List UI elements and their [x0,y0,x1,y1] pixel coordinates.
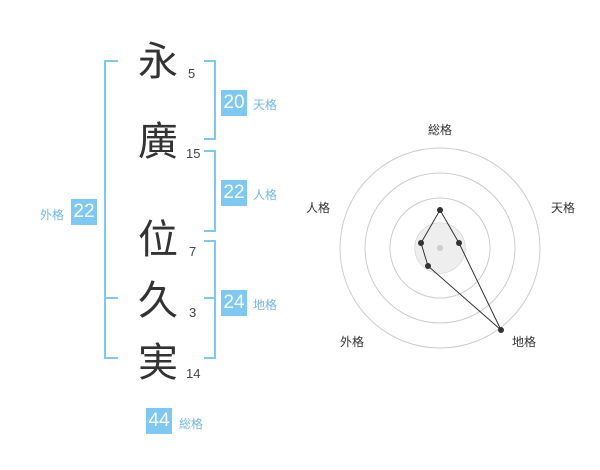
tenkaku-bracket-bottom [204,138,216,140]
name-char-2: 廣 [138,119,178,165]
gaikaku-bracket-mid [104,297,118,299]
gaikaku-bracket-bottom [104,357,118,359]
chikaku-bracket-bottom [204,357,216,359]
radar-label-tenkaku: 天格 [551,200,575,215]
jinkaku-bracket-top [204,150,216,152]
radar-center-dot [437,245,443,251]
jinkaku-bracket [214,150,216,232]
gaikaku-value: 22 [71,199,97,225]
jinkaku-value: 22 [221,180,247,206]
jinkaku-bracket-bottom [204,230,216,232]
gaikaku-label: 外格 [40,208,65,222]
stroke-count-1: 5 [188,66,196,81]
name-char-1: 永 [138,39,178,85]
radar-series-shape [420,208,502,331]
chikaku-label: 地格 [253,298,278,312]
tenkaku-label: 天格 [253,98,278,112]
name-char-5: 実 [138,340,178,386]
tenkaku-bracket-top [204,60,216,62]
radar-point-tenkaku [456,240,462,246]
tenkaku-value: 20 [221,90,247,116]
stroke-count-3: 7 [189,244,197,259]
radar-label-soukaku: 総格 [428,122,452,137]
jinkaku-label: 人格 [253,188,278,202]
soukaku-value: 44 [146,408,172,434]
soukaku-label: 総格 [179,417,204,431]
radar-ring-2 [389,197,491,299]
chikaku-bracket [214,240,216,359]
chikaku-bracket-mid [204,297,216,299]
radar-point-chikaku [498,327,504,333]
name-char-4: 久 [138,278,178,324]
name-char-3: 位 [138,217,178,263]
chikaku-value: 24 [221,290,247,316]
radar-label-jinkaku: 人格 [306,200,330,215]
radar-point-gaikaku [425,263,431,269]
stroke-count-4: 3 [189,305,197,320]
radar-ring-3 [364,172,516,324]
radar-label-gaikaku: 外格 [340,334,364,349]
stroke-count-2: 15 [186,146,201,161]
tenkaku-bracket [214,60,216,140]
radar-ring-4 [339,147,541,349]
gaikaku-bracket-top [104,60,118,62]
gaikaku-bracket [104,60,106,359]
chikaku-bracket-top [204,240,216,242]
stroke-count-5: 14 [186,366,201,381]
radar-point-jinkaku [418,240,424,246]
radar-label-chikaku: 地格 [512,334,536,349]
radar-point-soukaku [437,207,443,213]
